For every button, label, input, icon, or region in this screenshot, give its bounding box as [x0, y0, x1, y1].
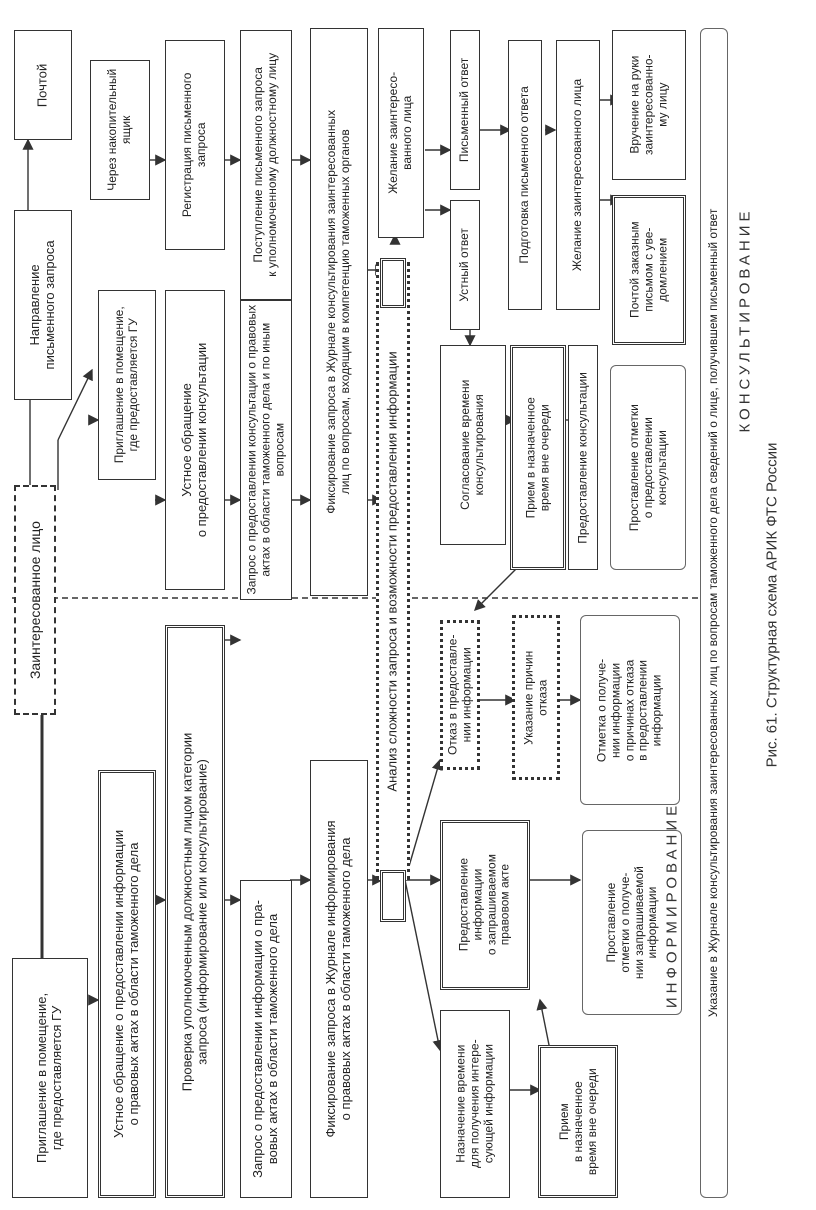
- agree-time-text: Согласование времени консультирования: [458, 379, 486, 511]
- fix-info-journal-box: Фиксирование запроса в Журнале информиро…: [310, 760, 368, 1198]
- hand-delivery-text: Вручение на руки заинтересованно- му лиц…: [627, 54, 669, 156]
- journal-note-box: Указание в Журнале консультирования заин…: [700, 28, 728, 1198]
- fix-info-journal-text: Фиксирование запроса в Журнале информиро…: [323, 820, 353, 1138]
- section-label-consulting: КОНСУЛЬТИРОВАНИЕ: [737, 207, 754, 432]
- consult-request-box: Запрос о предоставлении консультации о п…: [240, 300, 292, 600]
- figure-caption: Рис. 61. Структурная схема АРИК ФТС Росс…: [764, 443, 781, 768]
- oral-answer-box: Устный ответ: [450, 200, 480, 330]
- caption-text: Рис. 61. Структурная схема АРИК ФТС Росс…: [763, 442, 781, 768]
- oral-info-text: Устное обращение о предоставлении информ…: [111, 829, 141, 1139]
- analysis-box: Анализ сложности запроса и возможности п…: [376, 262, 410, 880]
- reasons-text: Указание причин отказа: [521, 650, 549, 745]
- registration-text: Регистрация письменного запроса: [180, 72, 208, 218]
- drop-box-text: Через накопительный ящик: [105, 69, 133, 191]
- provide-consult-box: Предоставление консультации: [568, 345, 598, 570]
- oral-answer-text: Устный ответ: [457, 228, 472, 302]
- hand-delivery-box: Вручение на руки заинтересованно- му лиц…: [612, 30, 686, 180]
- consult-request-text: Запрос о предоставлении консультации о п…: [244, 305, 286, 595]
- fix-consult-journal-box: Фиксирование запроса в Журнале консульти…: [310, 28, 368, 596]
- drop-box-box: Через накопительный ящик: [90, 60, 150, 200]
- interested-person-text: Заинтересованное лицо: [26, 521, 43, 679]
- refusal-box: Отказ в предоставле- нии информации: [440, 620, 480, 770]
- prepare-answer-text: Подготовка письменного ответа: [517, 86, 532, 264]
- mark-refusal-box: Отметка о получе- нии информации о причи…: [580, 615, 680, 805]
- oral-consult-box: Устное обращение о предоставлении консул…: [165, 290, 225, 590]
- agree-time-box: Согласование времени консультирования: [440, 345, 506, 545]
- written-request-box: Направление письменного запроса: [14, 210, 72, 400]
- desire-person-text: Желание заинтересо- ванного лица: [386, 72, 414, 194]
- mark-received-text: Проставление отметки о получе- нии запра…: [603, 866, 659, 979]
- reception-right-text: Прием в назначенное время вне очереди: [523, 396, 551, 519]
- desire-person-box: Желание заинтересо- ванного лица: [378, 28, 424, 238]
- written-request-text: Направление письменного запроса: [27, 240, 57, 370]
- oral-info-box: Устное обращение о предоставлении информ…: [98, 770, 156, 1198]
- oral-consult-text: Устное обращение о предоставлении консул…: [179, 342, 209, 538]
- to-official-text: Поступление письменного запроса к уполно…: [251, 53, 279, 277]
- analysis-node-right: [380, 258, 406, 308]
- mark-received-box: Проставление отметки о получе- нии запра…: [582, 830, 682, 1015]
- check-category-text: Проверка уполномоченным должностным лицо…: [179, 732, 209, 1091]
- registration-box: Регистрация письменного запроса: [165, 40, 225, 250]
- by-mail-box: Почтой: [14, 30, 72, 140]
- reception-left-text: Прием в назначенное время вне очереди: [556, 1068, 598, 1175]
- written-answer-text: Письменный ответ: [457, 57, 472, 163]
- desire-person2-text: Желание заинтересованного лица: [570, 78, 585, 272]
- desire-person2-box: Желание заинтересованного лица: [556, 40, 600, 310]
- mark-refusal-text: Отметка о получе- нии информации о причи…: [594, 658, 664, 762]
- info-request-text: Запрос о предоставлении информации о пра…: [250, 900, 280, 1178]
- check-category-box: Проверка уполномоченным должностным лицо…: [165, 625, 225, 1198]
- informing-text: ИНФОРМИРОВАНИЕ: [663, 801, 681, 1009]
- provide-info-box: Предоставление информации о запрашиваемо…: [440, 820, 530, 990]
- by-mail-text: Почтой: [34, 63, 50, 107]
- to-official-box: Поступление письменного запроса к уполно…: [240, 30, 292, 300]
- fix-consult-journal-text: Фиксирование запроса в Журнале консульти…: [324, 110, 352, 514]
- consulting-text: КОНСУЛЬТИРОВАНИЕ: [736, 207, 754, 433]
- schedule-time-box: Назначение времени для получения интере-…: [440, 1010, 510, 1198]
- analysis-text: Анализ сложности запроса и возможности п…: [384, 350, 400, 792]
- registered-mail-box: Почтой заказным письмом с уве- домлением: [612, 195, 686, 345]
- provide-consult-text: Предоставление консультации: [575, 371, 590, 544]
- interested-person-box: Заинтересованное лицо: [14, 485, 56, 715]
- info-request-box: Запрос о предоставлении информации о пра…: [240, 880, 292, 1198]
- registered-mail-text: Почтой заказным письмом с уве- домлением: [627, 221, 669, 319]
- invite-box-right: Приглашение в помещение, где предоставля…: [98, 290, 156, 480]
- schedule-time-text: Назначение времени для получения интере-…: [453, 1039, 495, 1169]
- analysis-node-left: [380, 870, 406, 922]
- invite-left-text: Приглашение в помещение, где предоставля…: [34, 992, 64, 1164]
- reasons-box: Указание причин отказа: [512, 615, 560, 780]
- refusal-text: Отказ в предоставле- нии информации: [445, 634, 473, 756]
- section-label-informing: ИНФОРМИРОВАНИЕ: [664, 802, 681, 1008]
- written-answer-box: Письменный ответ: [450, 30, 480, 190]
- reception-right-box: Прием в назначенное время вне очереди: [510, 345, 566, 570]
- provide-info-text: Предоставление информации о запрашиваемо…: [456, 854, 512, 956]
- journal-note-text: Указание в Журнале консультирования заин…: [706, 208, 721, 1018]
- mark-consult-text: Проставление отметки о предоставлении ко…: [626, 403, 668, 532]
- invite-right-text: Приглашение в помещение, где предоставля…: [112, 306, 140, 464]
- prepare-answer-box: Подготовка письменного ответа: [508, 40, 542, 310]
- mark-consult-box: Проставление отметки о предоставлении ко…: [610, 365, 686, 570]
- reception-left-box: Прием в назначенное время вне очереди: [538, 1045, 618, 1198]
- invite-box-left: Приглашение в помещение, где предоставля…: [12, 958, 88, 1198]
